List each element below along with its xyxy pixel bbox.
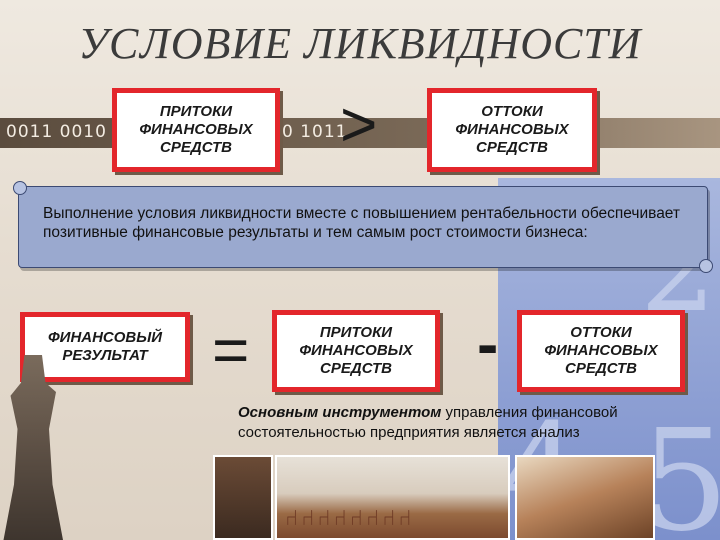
inflows-label-formula: ПРИТОКИ ФИНАНСОВЫХ СРЕДСТВ <box>299 324 413 377</box>
courtroom-chairs-icon: ⑁⑁⑁⑁⑁⑁⑁⑁ <box>285 505 415 530</box>
greater-than-operator: > <box>340 88 378 160</box>
inflows-box-top: ПРИТОКИ ФИНАНСОВЫХ СРЕДСТВ <box>112 88 280 172</box>
outflows-box-top: ОТТОКИ ФИНАНСОВЫХ СРЕДСТВ <box>427 88 597 172</box>
slide-title: УСЛОВИЕ ЛИКВИДНОСТИ <box>78 19 642 68</box>
outflows-label-top: ОТТОКИ ФИНАНСОВЫХ СРЕДСТВ <box>455 103 569 156</box>
gavel-photo <box>515 455 655 540</box>
binary-decoration-left: 0011 0010 1 <box>6 122 126 142</box>
scroll-banner-text: Выполнение условия ликвидности вместе с … <box>43 205 681 242</box>
hourglass-photo <box>213 455 273 540</box>
inflows-box-formula: ПРИТОКИ ФИНАНСОВЫХ СРЕДСТВ <box>272 310 440 392</box>
inflows-label-top: ПРИТОКИ ФИНАНСОВЫХ СРЕДСТВ <box>139 103 253 156</box>
analysis-note-emphasis: Основным инструментом <box>238 404 442 421</box>
outflows-box-formula: ОТТОКИ ФИНАНСОВЫХ СРЕДСТВ <box>517 310 685 392</box>
equals-operator: = <box>212 314 250 386</box>
minus-operator: - <box>477 308 499 380</box>
scroll-banner: Выполнение условия ликвидности вместе с … <box>13 181 713 273</box>
financial-result-box: ФИНАНСОВЫЙ РЕЗУЛЬТАТ <box>20 312 190 382</box>
justice-statue-image <box>3 355 63 540</box>
binary-decoration-right: 0 1011 <box>282 122 348 142</box>
financial-result-label: ФИНАНСОВЫЙ РЕЗУЛЬТАТ <box>47 329 163 364</box>
analysis-note-rest: управления финансовой состоятельностью п… <box>238 404 618 441</box>
outflows-label-formula: ОТТОКИ ФИНАНСОВЫХ СРЕДСТВ <box>544 324 658 377</box>
analysis-note: Основным инструментом управления финансо… <box>238 403 708 442</box>
courtroom-photo <box>275 455 510 540</box>
